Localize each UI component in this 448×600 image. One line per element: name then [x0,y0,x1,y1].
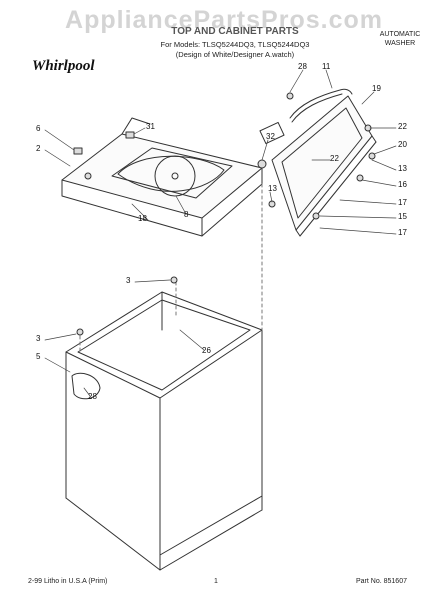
product-line-2: WASHER [384,40,416,47]
product-line-1: AUTOMATIC [379,31,421,38]
callout-label: 31 [146,122,155,131]
washer-lid [271,95,377,237]
callout-label: 8 [184,210,189,219]
washer-cabinet [65,291,263,571]
callout-label: 19 [372,84,381,93]
callout-label: 15 [398,212,407,221]
callout-label: 32 [266,132,275,141]
callout-label: 20 [398,140,407,149]
page-title: TOP AND CABINET PARTS [171,26,299,37]
callout-label: 26 [202,346,211,355]
callout-label: 13 [268,184,277,193]
callout-label: 2 [36,144,41,153]
footer-litho: 2-99 Litho in U.S.A (Prim) [28,578,108,585]
callout-label: 5 [36,352,41,361]
brand-logo: Whirlpool [32,58,95,74]
part-number: Part No. 851607 [356,578,407,585]
callout-label: 28 [298,62,307,71]
model-numbers: For Models: TLSQ5244DQ3, TLSQ5244DQ3 [160,40,310,49]
callout-label: 3 [126,276,131,285]
callout-label: 16 [398,180,407,189]
product-type: AUTOMATIC WASHER [360,30,440,48]
callout-label: 3 [36,334,41,343]
callout-label: 28 [88,392,97,401]
callout-label: 17 [398,228,407,237]
callout-label: 13 [398,164,407,173]
callout-label: 11 [322,62,331,71]
page-number: 1 [214,578,218,585]
watermark: AppliancePartsPros.com [65,6,383,34]
callout-label: 22 [398,122,407,131]
callout-label: 17 [398,198,407,207]
callout-label: 6 [36,124,41,133]
design-note: (Design of White/Designer A.watch) [175,50,295,59]
wire-harness [259,88,353,145]
callout-label: 22 [330,154,339,163]
callout-label: 18 [138,214,147,223]
washer-top-panel [61,117,263,237]
